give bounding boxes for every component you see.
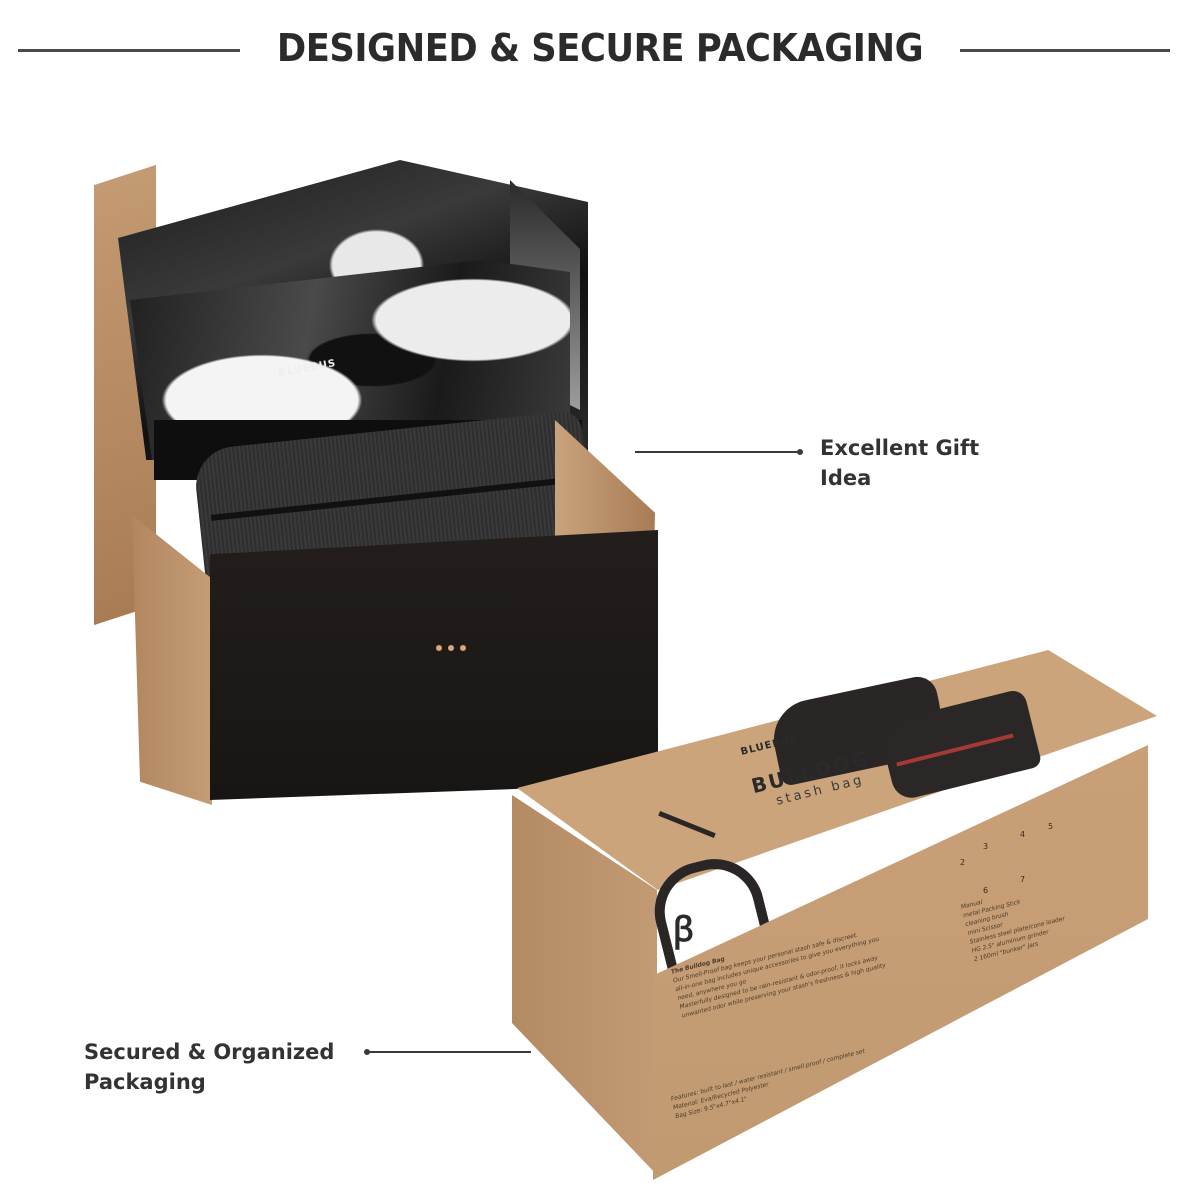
item-number: 7 <box>1020 875 1026 884</box>
gift-callout-line <box>635 451 800 453</box>
open-box-photo: BLUEBUS BLUEBUS <box>90 150 690 850</box>
item-number: 4 <box>1020 830 1026 839</box>
b-monogram-icon: ꞵ <box>673 910 695 950</box>
item-number: 2 <box>960 858 966 867</box>
secure-callout-line <box>367 1051 531 1053</box>
closed-box-photo: BLUEBUS BULLDOG stash bag ꞵ 2 3 4 5 6 7 … <box>505 650 1195 1180</box>
box-side-left <box>132 515 212 805</box>
item-number: 6 <box>983 886 989 895</box>
item-number: 5 <box>1048 822 1054 831</box>
callout-gift: Excellent Gift Idea <box>820 436 980 490</box>
box-front-panel <box>210 530 658 800</box>
three-dots-icon <box>436 645 466 651</box>
page-title: DESIGNED & SECURE PACKAGING <box>276 26 924 70</box>
section-header: DESIGNED & SECURE PACKAGING <box>0 0 1200 110</box>
item-number: 3 <box>983 842 989 851</box>
header-rule-left <box>18 49 240 52</box>
callout-secure: Secured & Organized Packaging <box>84 1040 335 1094</box>
gift-callout-dot <box>797 449 803 455</box>
header-rule-right <box>960 49 1170 52</box>
